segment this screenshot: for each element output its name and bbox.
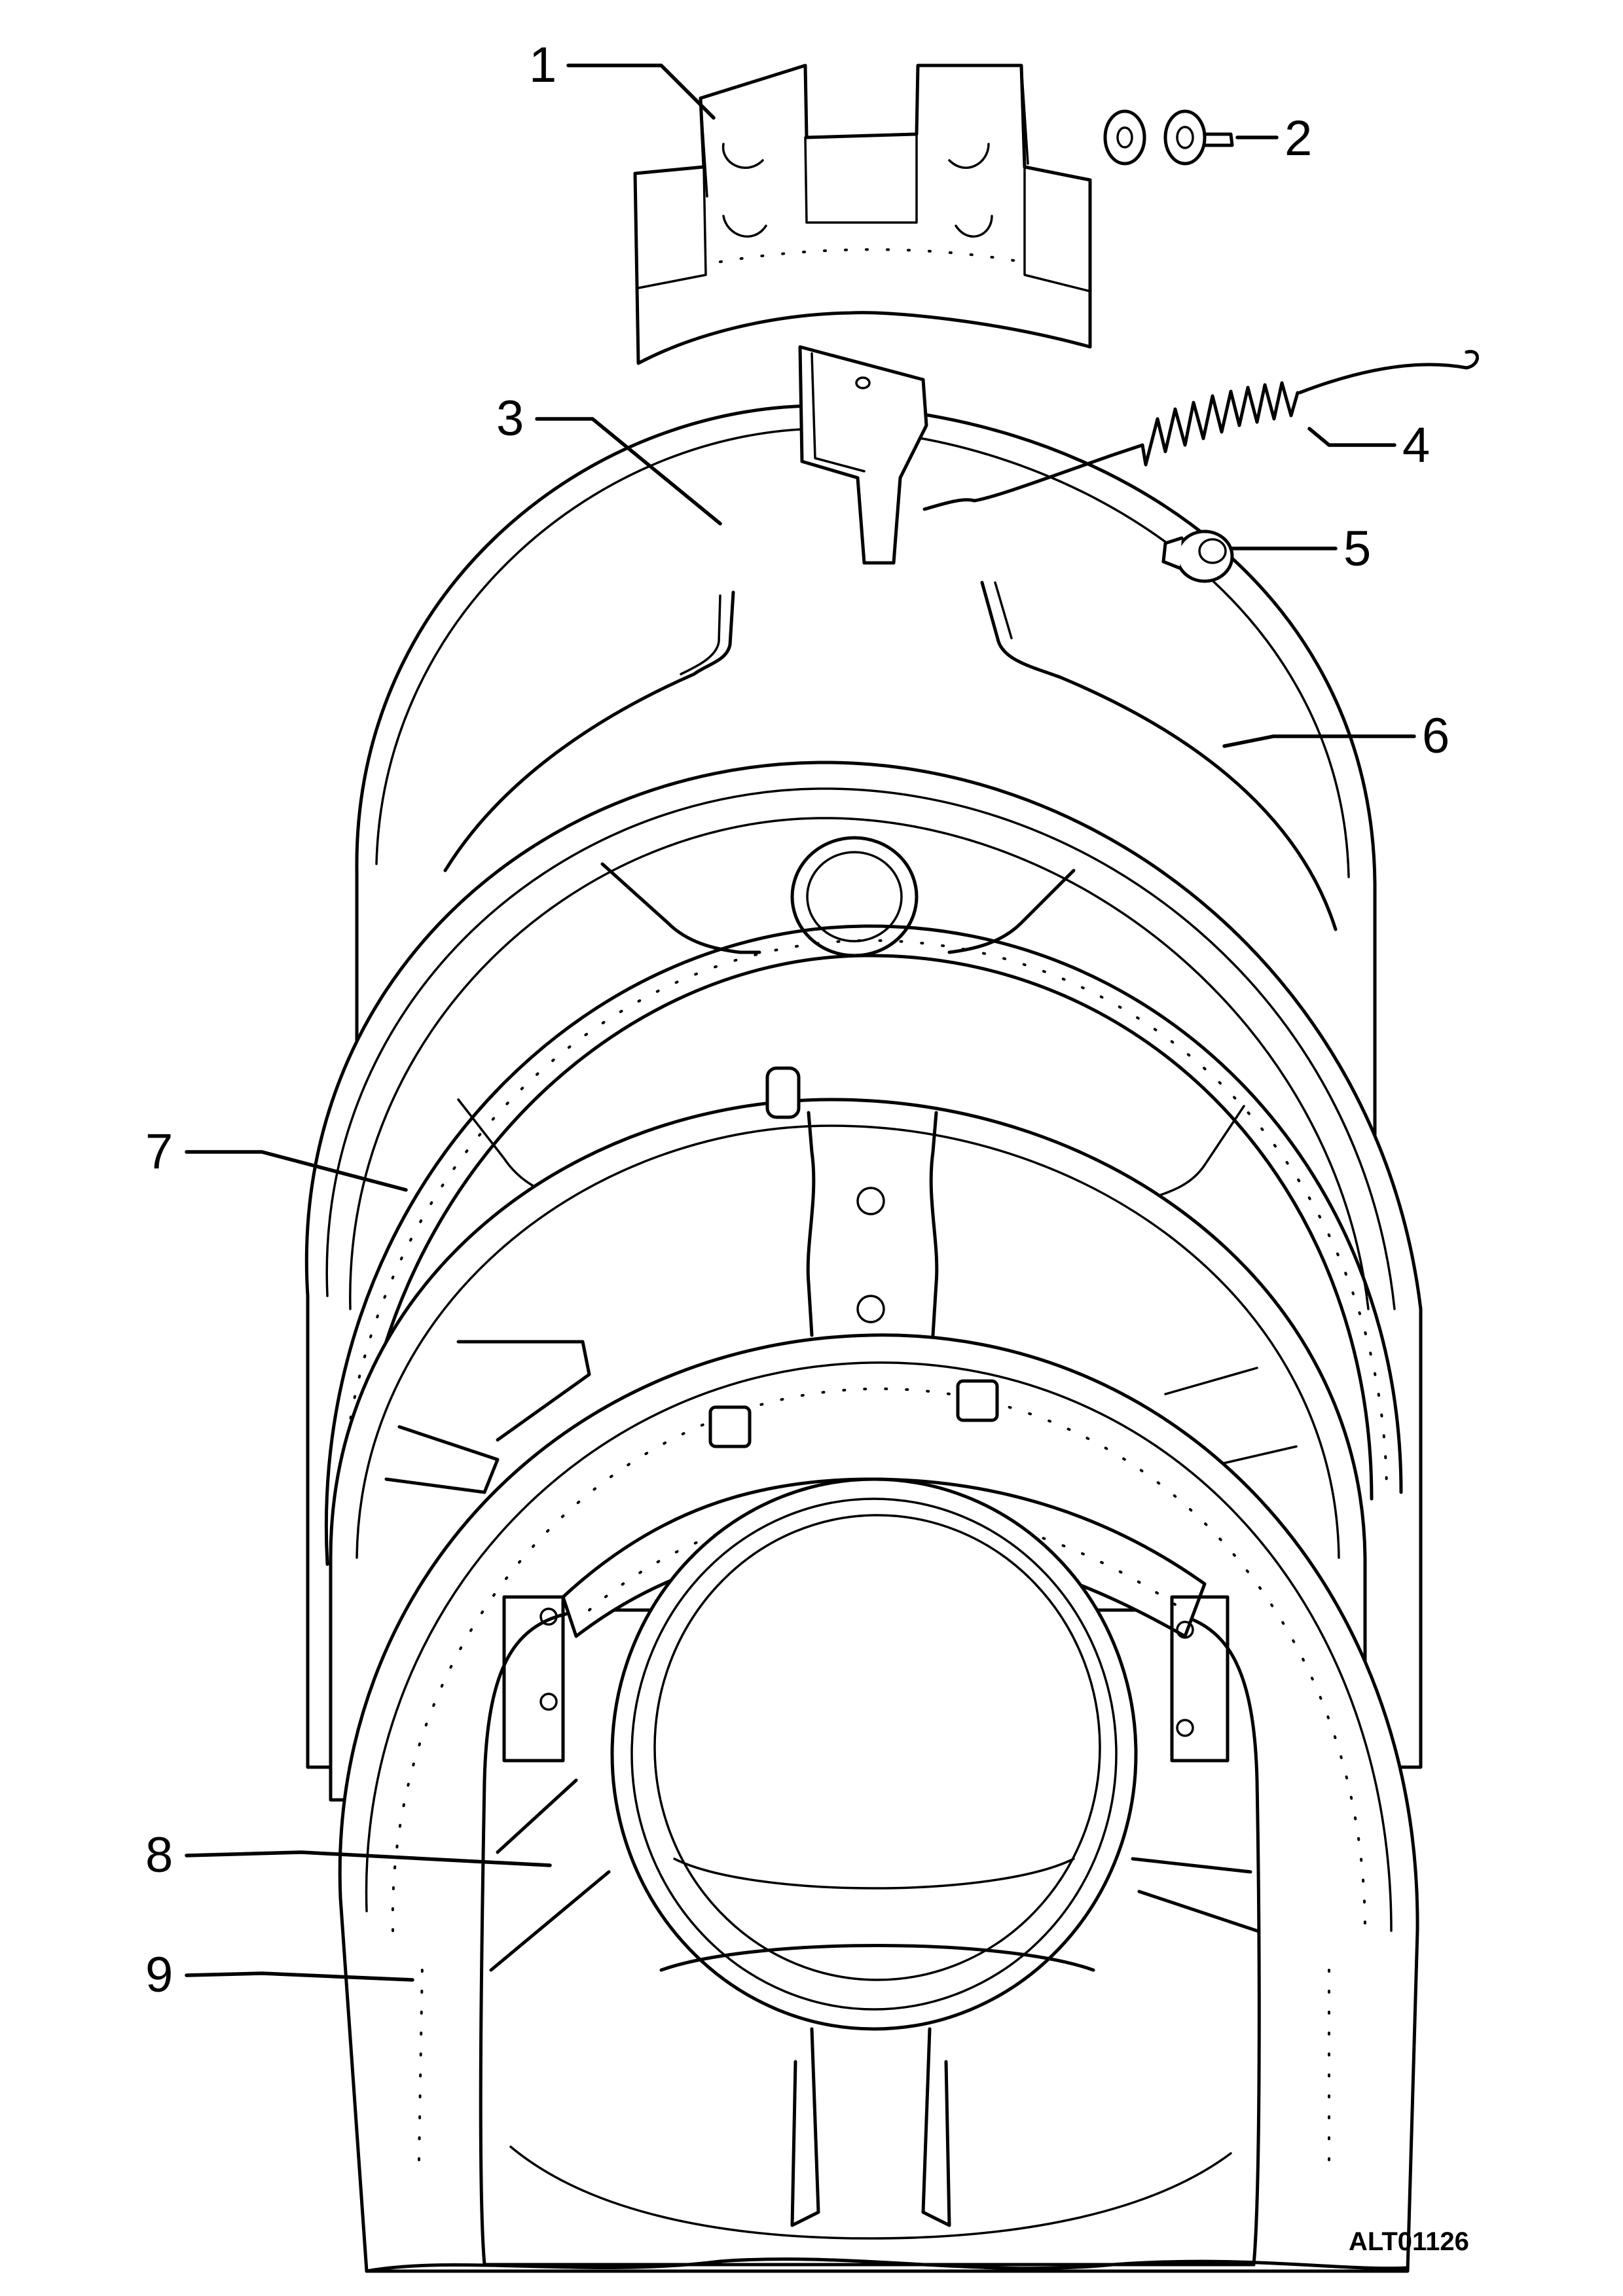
callout-6: 6 xyxy=(1422,708,1450,764)
callout-1: 1 xyxy=(529,37,556,93)
leader-9 xyxy=(185,1971,414,1982)
callout-labels: 1 2 3 4 5 6 7 8 9 xyxy=(145,37,1450,2003)
part-7-gasket-ring xyxy=(325,924,1403,1566)
callout-9: 9 xyxy=(145,1947,173,2003)
callout-7: 7 xyxy=(145,1124,173,1179)
callout-2: 2 xyxy=(1285,111,1312,166)
leader-4 xyxy=(1307,427,1396,447)
leader-6 xyxy=(1222,734,1416,748)
figure-reference-code: ALT01126 xyxy=(1349,2227,1469,2256)
part-3-bracket xyxy=(798,345,928,565)
part-4-spring xyxy=(922,350,1479,511)
part-1-top-bracket xyxy=(633,63,1092,365)
part-8-inner-bracket xyxy=(489,1477,1259,2240)
callout-5: 5 xyxy=(1343,521,1371,577)
callout-3: 3 xyxy=(496,391,524,446)
callout-8: 8 xyxy=(145,1827,173,1883)
leader-1 xyxy=(566,63,716,120)
leader-8 xyxy=(185,1850,552,1867)
callout-4: 4 xyxy=(1402,418,1430,473)
leader-lines xyxy=(185,63,1416,1982)
part-5-fitting xyxy=(1161,529,1234,583)
leader-3 xyxy=(535,417,722,526)
leader-7 xyxy=(185,1150,408,1192)
part-2-washer-screw xyxy=(1103,109,1234,166)
